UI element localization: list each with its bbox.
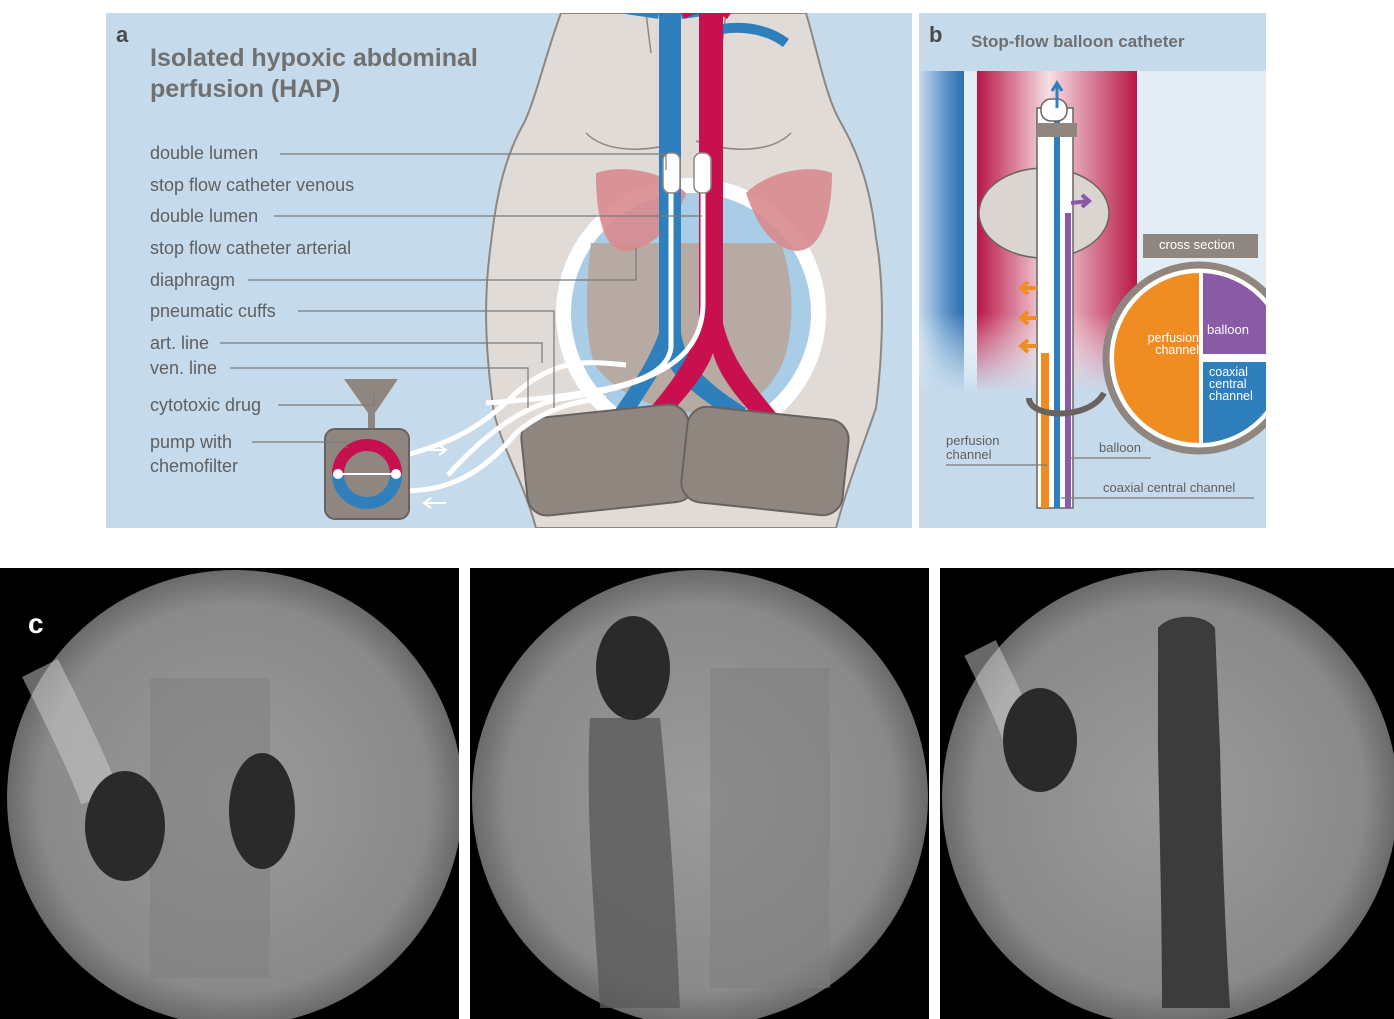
label-pneumatic-cuffs: pneumatic cuffs bbox=[150, 301, 276, 322]
arterial-balloon bbox=[694, 153, 711, 193]
label-ven-line: ven. line bbox=[150, 358, 217, 379]
label-art-line: art. line bbox=[150, 333, 209, 354]
contrast-balloon-right bbox=[229, 753, 295, 869]
label-double-lumen-venous: double lumen bbox=[150, 143, 258, 164]
drug-funnel bbox=[344, 379, 398, 429]
panel-a-hap-diagram: a Isolated hypoxic abdominal perfusion (… bbox=[106, 13, 912, 528]
cs-balloon: balloon bbox=[1207, 324, 1249, 336]
label-cytotoxic-drug: cytotoxic drug bbox=[150, 395, 261, 416]
label-pump-with: pump with bbox=[150, 432, 232, 453]
panel-letter-b: b bbox=[929, 22, 942, 48]
panel-letter-c: c bbox=[28, 608, 44, 640]
contrast-balloon bbox=[596, 616, 670, 720]
cross-section-label: cross section bbox=[1159, 239, 1235, 251]
label-stop-flow-catheter-arterial: stop flow catheter arterial bbox=[150, 238, 351, 259]
label-chemofilter: chemofilter bbox=[150, 456, 238, 477]
xray-image-2 bbox=[470, 568, 929, 1019]
contrast-balloon bbox=[1003, 688, 1077, 792]
pneumatic-cuff-right bbox=[679, 405, 850, 517]
contrast-balloon-left bbox=[85, 771, 165, 881]
pneumatic-cuff-left bbox=[519, 402, 696, 517]
label-double-lumen-arterial: double lumen bbox=[150, 206, 258, 227]
xray-image-1 bbox=[0, 568, 459, 1019]
panel-letter-a: a bbox=[116, 22, 128, 48]
label-coaxial-central-channel: coaxial central channel bbox=[1103, 481, 1235, 495]
panel-b-balloon-catheter: b Stop-flow balloon catheter cross secti… bbox=[919, 13, 1266, 528]
panel-b-title: Stop-flow balloon catheter bbox=[971, 32, 1184, 52]
label-balloon: balloon bbox=[1099, 441, 1141, 455]
label-stop-flow-catheter-venous: stop flow catheter venous bbox=[150, 175, 354, 196]
label-diaphragm: diaphragm bbox=[150, 270, 235, 291]
hap-title: Isolated hypoxic abdominal perfusion (HA… bbox=[150, 43, 478, 105]
xray-image-3 bbox=[940, 568, 1394, 1019]
